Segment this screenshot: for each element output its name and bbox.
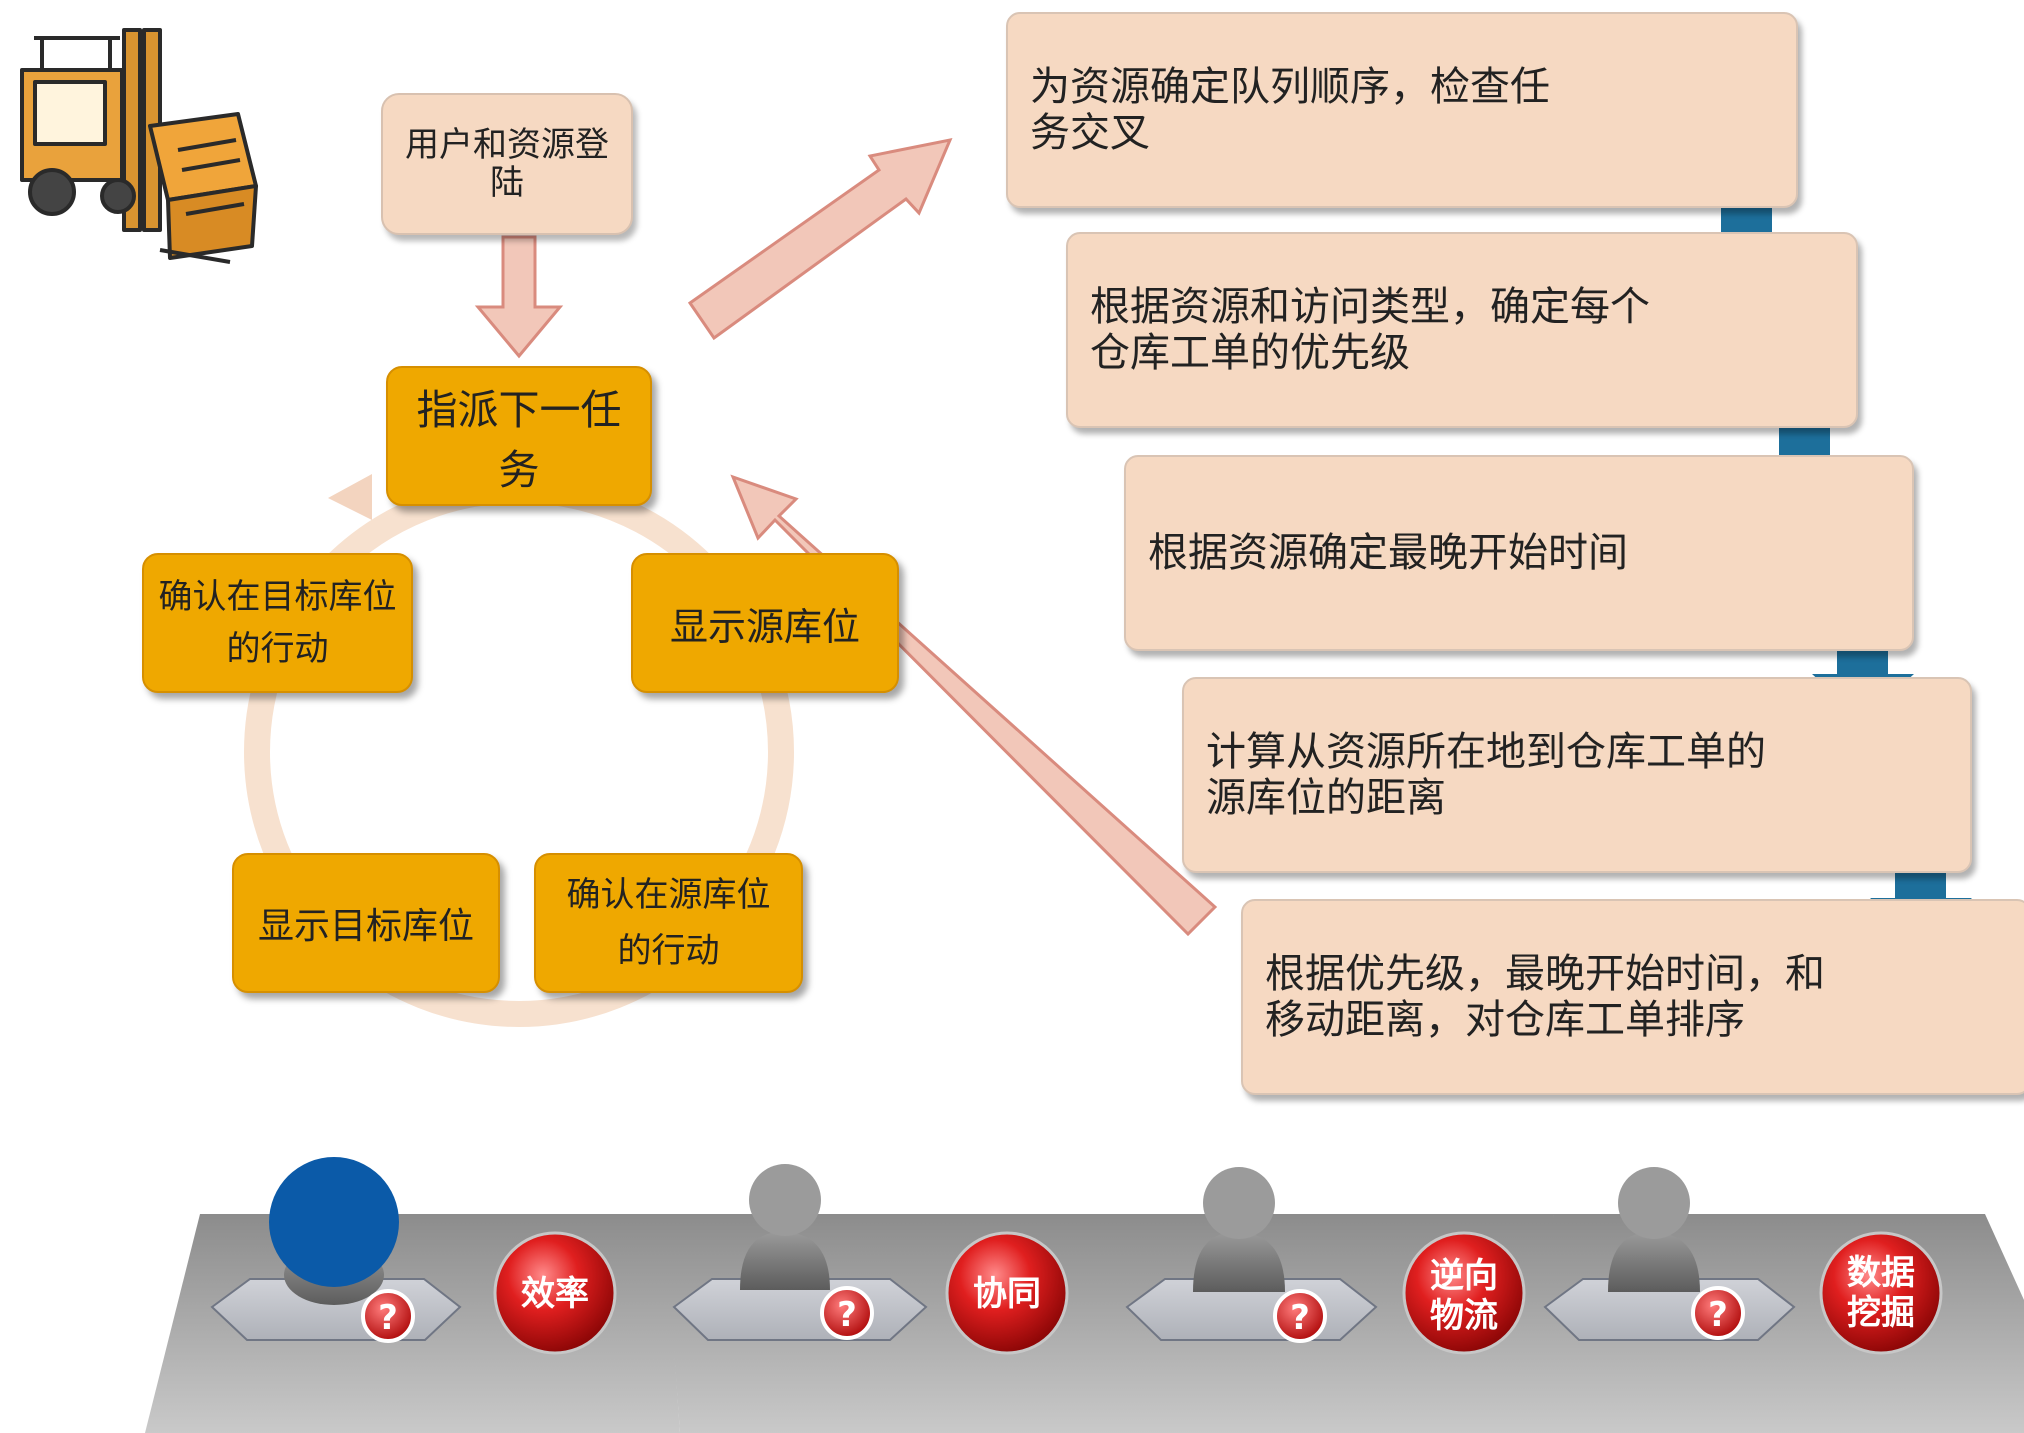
question-mark: ? — [837, 1295, 857, 1335]
badge-label-line-2: 挖掘 — [1847, 1293, 1915, 1333]
person-icon — [1193, 1231, 1285, 1292]
login-label: 用户和资源登陆 — [405, 125, 609, 203]
forklift-illustration — [20, 28, 258, 264]
question-icon — [361, 1289, 415, 1343]
show-source-bin-label: 显示源库位 — [669, 604, 860, 649]
blue-dot — [269, 1157, 399, 1287]
confirm-source-bin-label: 确认在源库位的行动 — [566, 875, 771, 971]
confirm-target-bin-box: 确认在目标库位的行动 — [142, 553, 413, 693]
question-mark: ? — [378, 1298, 398, 1338]
role-card-3: ? 逆向 物流 — [1125, 1167, 1526, 1355]
badge-label-line-1: 数据 — [1847, 1253, 1915, 1293]
step-text-1: 为资源确定队列顺序，检查任务交叉 — [1030, 64, 1550, 156]
role-card-4: ? 数据 挖掘 — [1543, 1167, 1943, 1355]
role-card-1: ? 效率 — [210, 1157, 617, 1355]
assign-next-task-box: 指派下一任务 — [386, 366, 652, 506]
step-text-3: 根据资源确定最晚开始时间 — [1148, 530, 1628, 576]
badge-label: 效率 — [521, 1274, 589, 1314]
show-source-bin-box: 显示源库位 — [631, 553, 899, 693]
person-head — [1618, 1167, 1690, 1239]
step-box-5: 根据优先级，最晚开始时间，和移动距离，对仓库工单排序 — [1241, 899, 2024, 1095]
badge-reverse-logistics — [1402, 1231, 1526, 1355]
step-text-4: 计算从资源所在地到仓库工单的源库位的距离 — [1206, 729, 1766, 821]
person-head — [749, 1164, 821, 1236]
assign-next-task-label: 指派下一任务 — [416, 386, 622, 494]
badge-efficiency — [493, 1231, 617, 1355]
step-text-2: 根据资源和访问类型，确定每个仓库工单的优先级 — [1090, 284, 1650, 376]
person-icon — [740, 1231, 830, 1290]
badge-collaboration — [945, 1231, 1069, 1355]
show-target-bin-label: 显示目标库位 — [257, 906, 474, 947]
up-right-arrow — [687, 137, 953, 341]
cycle-ring-arrowhead — [328, 474, 372, 520]
role-card-2: ? 协同 — [672, 1164, 1069, 1355]
badge-data-mining — [1819, 1231, 1943, 1355]
step-box-1: 为资源确定队列顺序，检查任务交叉 — [1006, 12, 1798, 208]
person-head — [1203, 1167, 1275, 1239]
question-mark: ? — [1708, 1295, 1728, 1335]
badge-label-line-1: 逆向 — [1430, 1256, 1498, 1296]
step-box-2: 根据资源和访问类型，确定每个仓库工单的优先级 — [1066, 232, 1858, 428]
confirm-source-bin-box: 确认在源库位的行动 — [534, 853, 803, 993]
confirm-target-bin-label: 确认在目标库位的行动 — [158, 577, 397, 669]
person-icon — [1608, 1231, 1700, 1292]
login-box: 用户和资源登陆 — [381, 93, 633, 235]
badge-label-line-2: 物流 — [1430, 1296, 1498, 1336]
step-box-4: 计算从资源所在地到仓库工单的源库位的距离 — [1182, 677, 1972, 873]
question-mark: ? — [1290, 1298, 1310, 1338]
step-box-3: 根据资源确定最晚开始时间 — [1124, 455, 1914, 651]
badge-label: 协同 — [973, 1274, 1041, 1314]
question-icon — [820, 1286, 874, 1340]
question-icon — [1273, 1289, 1327, 1343]
login-down-arrow — [474, 235, 564, 359]
show-target-bin-box: 显示目标库位 — [232, 853, 500, 993]
step-text-5: 根据优先级，最晚开始时间，和移动距离，对仓库工单排序 — [1265, 951, 1825, 1043]
question-icon — [1691, 1286, 1745, 1340]
